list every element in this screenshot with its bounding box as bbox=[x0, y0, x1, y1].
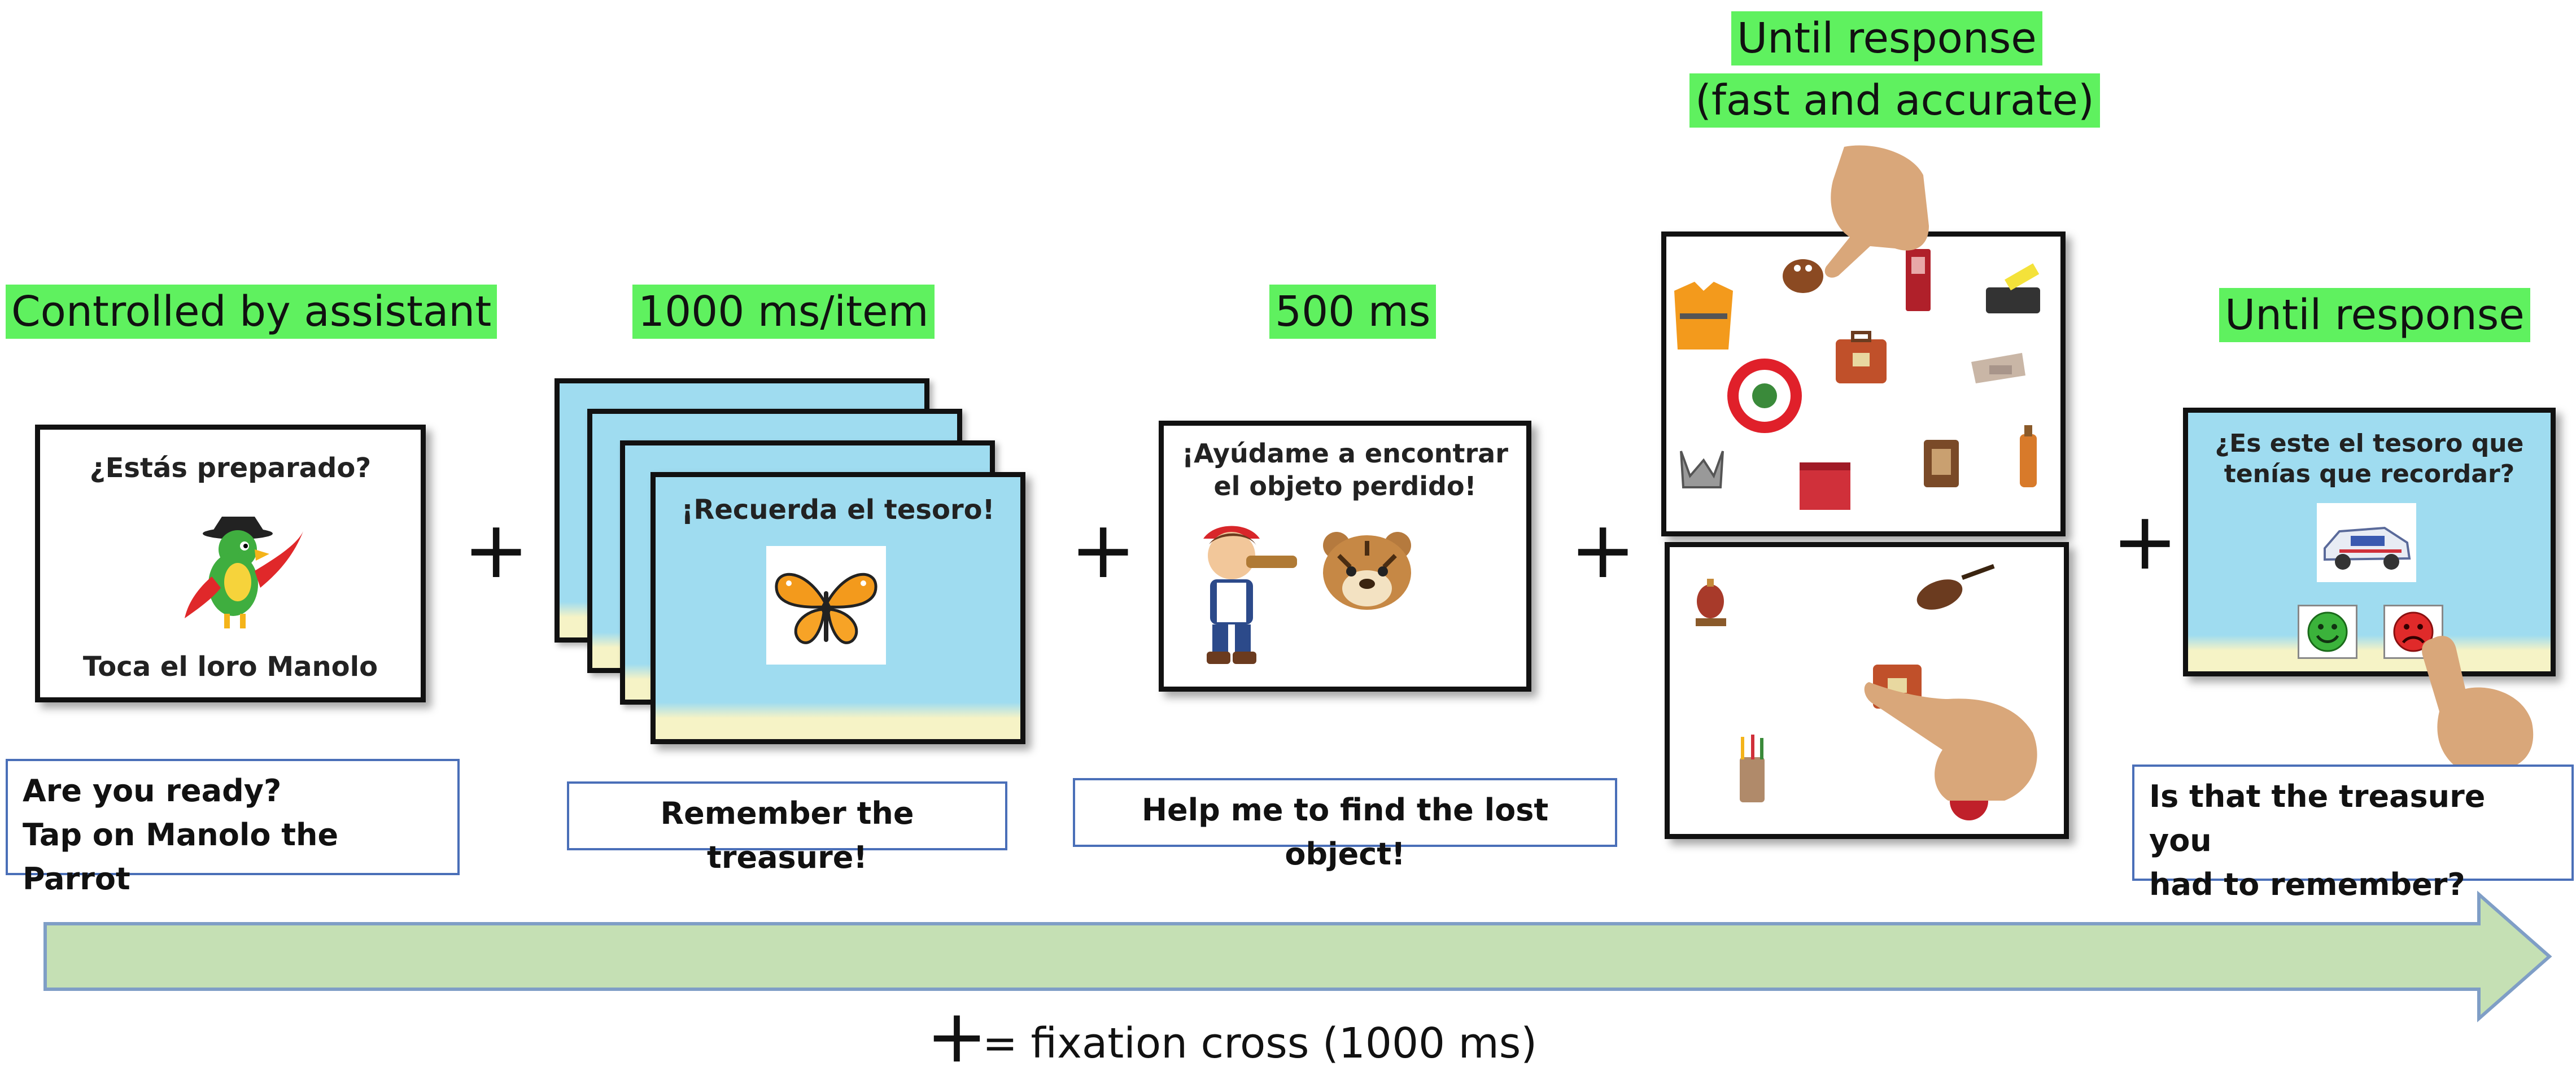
no-button[interactable] bbox=[2383, 605, 2443, 659]
remember-caption: Remember the treasure! bbox=[567, 781, 1007, 875]
butterfly-icon bbox=[775, 573, 877, 644]
pointing-hand-icon-2 bbox=[1864, 682, 2037, 801]
wooden-box-icon bbox=[1924, 440, 1959, 487]
help-caption: Help me to find the lost object! bbox=[1073, 778, 1617, 872]
confirm-screen-title-2: tenías que recordar? bbox=[2224, 460, 2515, 488]
crab-plush-icon bbox=[1783, 259, 1823, 293]
confirm-caption: Is that the treasure you had to remember… bbox=[2132, 765, 2574, 902]
timing-label-search-2: (fast and accurate) bbox=[1689, 73, 2100, 128]
ready-screen: ¿Estás preparado? Toca el loro Manolo bbox=[35, 425, 426, 702]
timing-label-remember: 1000 ms/item bbox=[632, 285, 935, 339]
ready-screen-instruction: Toca el loro Manolo bbox=[82, 651, 378, 683]
confirm-screen-title-1: ¿Es este el tesoro que bbox=[2215, 429, 2524, 458]
yes-button[interactable] bbox=[2298, 605, 2357, 659]
stapler-icon bbox=[1986, 263, 2040, 313]
help-screen: ¡Ayúdame a encontrar el objeto perdido! bbox=[1159, 421, 1531, 692]
confirm-caption-line-1: Is that the treasure you bbox=[2149, 779, 2486, 858]
lamp-icon bbox=[1696, 579, 1726, 626]
ready-caption-line-2: Tap on Manolo the Parrot bbox=[23, 817, 339, 897]
tiger-plush-icon bbox=[1323, 532, 1411, 610]
bottle-icon bbox=[2020, 425, 2037, 487]
remember-screen: ¡Recuerda el tesoro! bbox=[650, 472, 1025, 744]
happy-face-icon bbox=[2307, 611, 2348, 652]
life-vest-icon bbox=[1674, 282, 1733, 350]
pirate-boy-icon bbox=[1203, 526, 1297, 664]
confirm-caption-line-2: had to remember? bbox=[2149, 867, 2465, 902]
help-screen-title-2: el objeto perdido! bbox=[1213, 471, 1477, 501]
remember-screen-title: ¡Recuerda el tesoro! bbox=[681, 494, 995, 526]
pointing-hand-icon-3 bbox=[2422, 636, 2534, 771]
phone-box-icon bbox=[1906, 249, 1931, 311]
toy-car-icon bbox=[2324, 526, 2411, 570]
suitcase-icon bbox=[1836, 331, 1887, 383]
ready-screen-title: ¿Estás preparado? bbox=[89, 452, 372, 484]
timeline-arrow-shape bbox=[43, 890, 2552, 1023]
gift-box-icon bbox=[1800, 462, 1850, 510]
help-caption-line-1: Help me to find the lost object! bbox=[1141, 792, 1549, 872]
candidate-card bbox=[2317, 503, 2416, 582]
fixation-cross-1: + bbox=[463, 504, 530, 596]
fixation-cross-2: + bbox=[1070, 504, 1137, 596]
treasure-card bbox=[766, 546, 886, 665]
search-items-top bbox=[1674, 249, 2040, 510]
parrot-icon bbox=[185, 517, 303, 628]
crown-icon bbox=[1680, 451, 1724, 488]
confirm-screen: ¿Es este el tesoro que tenías que record… bbox=[2183, 408, 2556, 676]
fixation-cross-3: + bbox=[1570, 504, 1636, 596]
timing-label-search-1: Until response bbox=[1731, 11, 2042, 65]
legend-cross-symbol: + bbox=[926, 993, 988, 1079]
legend-text: = fixation cross (1000 ms) bbox=[983, 1019, 1538, 1068]
timing-label-help: 500 ms bbox=[1269, 285, 1437, 339]
timeline-arrow bbox=[43, 890, 2552, 1023]
help-screen-title-1: ¡Ayúdame a encontrar bbox=[1182, 438, 1508, 469]
timing-label-confirm: Until response bbox=[2219, 288, 2530, 342]
ready-caption-line-1: Are you ready? bbox=[23, 773, 282, 809]
fixation-cross-4: + bbox=[2112, 496, 2178, 588]
timing-label-ready: Controlled by assistant bbox=[6, 285, 497, 339]
sad-face-icon bbox=[2393, 611, 2434, 652]
pencil-cup-icon bbox=[1740, 735, 1765, 802]
pointing-hand-icon-1 bbox=[1824, 145, 1929, 278]
ready-caption: Are you ready? Tap on Manolo the Parrot bbox=[6, 759, 460, 897]
telephone-icon bbox=[1971, 353, 2025, 383]
lifebuoy-icon bbox=[1727, 359, 1802, 433]
remember-caption-line-1: Remember the treasure! bbox=[660, 796, 914, 875]
violin-icon bbox=[1916, 563, 1995, 610]
